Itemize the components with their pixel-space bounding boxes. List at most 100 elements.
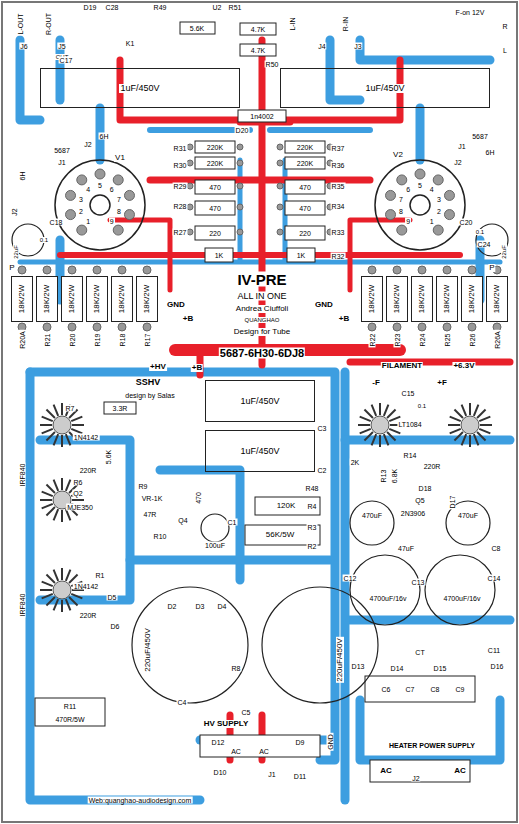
resistor-outline [285, 180, 325, 194]
silkscreen-label: R11 [63, 703, 77, 710]
resistor-outline [180, 22, 215, 34]
resistor-box: 18K/2W [86, 276, 108, 322]
silkscreen-label: 1N4142 [73, 583, 100, 590]
solder-pad [277, 144, 283, 150]
heatsink [69, 597, 77, 605]
silkscreen-label: R14 [403, 452, 418, 459]
silkscreen-label: C11 [487, 647, 501, 654]
capacitor-outline [201, 514, 229, 542]
solder-pad [415, 169, 425, 179]
silkscreen-label: U2 [212, 4, 223, 11]
resistor-outline [35, 698, 105, 726]
bottom-trace [30, 372, 200, 800]
silkscreen-label: J2 [83, 141, 92, 148]
silkscreen-label: R30 [173, 162, 188, 169]
capacitor-box: 1uF/450V [40, 68, 240, 108]
silkscreen-label: D9 [295, 739, 306, 746]
heatsink [71, 417, 82, 422]
heatsink [462, 434, 467, 445]
solder-pad [93, 266, 101, 274]
silkscreen-label: C20 [459, 219, 474, 226]
silkscreen-label: AC [230, 748, 242, 755]
silkscreen-label: D2 [167, 603, 178, 610]
silkscreen-label: 22uF [13, 244, 19, 260]
silkscreen-label: J2 [11, 207, 18, 216]
silkscreen-label: 2N3906 [400, 510, 427, 517]
silkscreen-label: R6 [73, 479, 84, 486]
heatsink [371, 416, 389, 434]
silkscreen-label: -F [371, 379, 381, 387]
heatsink [364, 432, 372, 440]
silkscreen-label: R17 [144, 333, 151, 348]
solder-pad [77, 225, 87, 235]
heatsink [379, 403, 381, 415]
silkscreen-label: D4 [217, 603, 228, 610]
silkscreen-label: 7 [398, 195, 404, 202]
silkscreen-label: +B [191, 364, 203, 372]
heatsink [360, 429, 371, 434]
silkscreen-label: D10 [213, 769, 228, 776]
silkscreen-label: 47R [143, 511, 158, 518]
heatsink [360, 417, 371, 422]
silkscreen-label: R-OUT [45, 12, 52, 36]
silkscreen-label: R3 [307, 524, 318, 531]
silkscreen-label: R4 [307, 503, 318, 510]
heatsink [42, 492, 53, 497]
solder-pad [143, 323, 151, 331]
silkscreen-label: 220K [296, 144, 314, 151]
heatsink [479, 429, 490, 434]
solder-pad [277, 183, 283, 189]
resistor-outline [195, 157, 235, 169]
solder-pad [397, 175, 407, 185]
heatsink [480, 424, 492, 426]
heatsink [54, 509, 59, 520]
heatsink [454, 409, 462, 417]
silkscreen-label: 2 [436, 208, 442, 215]
silkscreen-label: 0.1 [475, 229, 485, 235]
heatsink [42, 582, 53, 587]
part-value: 18K/2W [493, 284, 501, 314]
silkscreen-label: R28 [173, 203, 188, 210]
tube-socket [410, 195, 430, 215]
heatsink [454, 432, 462, 440]
heatsink [42, 429, 53, 434]
silkscreen-label: 5 [97, 182, 103, 189]
solder-pad [393, 266, 401, 274]
silkscreen-label: R2 [307, 543, 318, 550]
silkscreen-label: 8 [116, 208, 122, 215]
silkscreen-label: C18 [49, 219, 64, 226]
heatsink [384, 434, 389, 445]
resistor-outline [287, 248, 315, 262]
solder-pad [68, 266, 76, 274]
bottom-trace [20, 40, 510, 800]
silkscreen-label: R1 [95, 572, 106, 579]
solder-pad [66, 210, 76, 220]
silkscreen-label: R21 [44, 333, 51, 348]
heatsink [389, 429, 400, 434]
silkscreen-label: +F [436, 379, 448, 387]
heatsink [469, 403, 471, 415]
heatsink [54, 599, 59, 610]
bottom-trace [360, 40, 490, 60]
silkscreen-label: C7 [405, 686, 416, 693]
resistor-box: 18K/2W [436, 276, 458, 322]
solder-pad [444, 190, 454, 200]
silkscreen-label: D5 [107, 594, 118, 601]
silkscreen-label: 2K [350, 459, 361, 466]
silkscreen-label: J5 [57, 43, 66, 50]
silkscreen-label: K1 [125, 40, 136, 47]
silkscreen-label: IRF840 [19, 463, 26, 488]
silkscreen-label: 7 [116, 195, 122, 202]
silkscreen-label: L-OUT [17, 13, 24, 36]
silkscreen-label: R32 [331, 253, 346, 260]
silkscreen-label: R26 [469, 333, 476, 348]
silkscreen-label: R27 [173, 229, 188, 236]
silkscreen-label: C6 [381, 686, 392, 693]
silkscreen-label: F-on 12V [455, 9, 486, 16]
heatsink [40, 499, 52, 501]
bottom-trace [40, 440, 130, 600]
silkscreen-label: 220 [298, 230, 312, 237]
silkscreen-label: Design for Tube [233, 328, 291, 336]
heatsink [474, 405, 479, 416]
